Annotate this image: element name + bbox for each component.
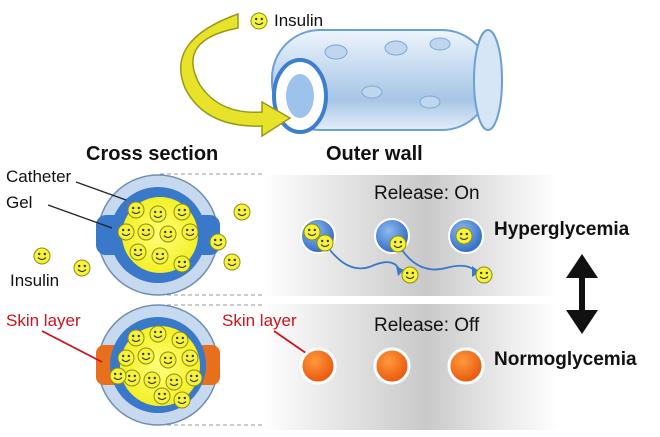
release-off-label: Release: Off <box>374 315 480 336</box>
cross-section-bottom <box>96 304 220 426</box>
catheter-tube <box>271 29 503 134</box>
hyperglycemia-label: Hyperglycemia <box>494 219 630 240</box>
cross-section-heading: Cross section <box>86 143 219 165</box>
gel-label: Gel <box>6 193 33 212</box>
double-arrow-icon <box>566 254 598 334</box>
skin-layer-right-label: Skin layer <box>222 311 297 330</box>
release-on-pores <box>300 218 493 284</box>
smiley-icon <box>250 12 268 30</box>
skin-layer-left-label: Skin layer <box>6 311 81 330</box>
cross-section-top <box>96 174 220 296</box>
catheter-label: Catheter <box>6 167 72 186</box>
outer-wall-heading: Outer wall <box>326 143 423 165</box>
insulin-top-label: Insulin <box>274 11 324 30</box>
normoglycemia-label: Normoglycemia <box>494 349 637 370</box>
curved-arrow-icon <box>180 12 292 138</box>
insulin-left-label: Insulin <box>10 271 60 290</box>
release-on-label: Release: On <box>374 183 480 204</box>
guide-lines <box>160 173 262 426</box>
band-divider <box>250 296 560 304</box>
release-off-pores <box>299 347 485 385</box>
